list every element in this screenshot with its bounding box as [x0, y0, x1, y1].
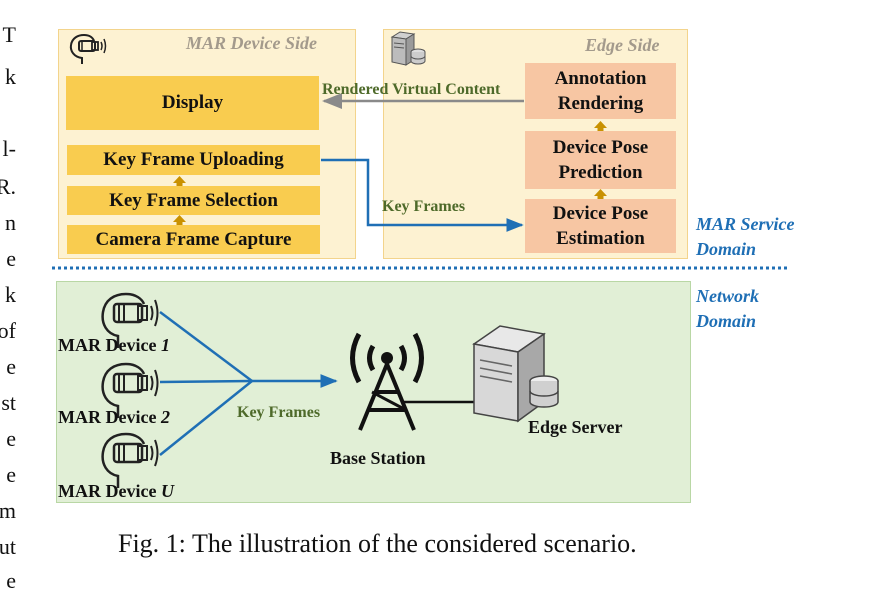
body-text-fragment: m: [0, 498, 16, 523]
edge-server-icon: [390, 31, 426, 66]
flow-arrows: [52, 93, 790, 270]
body-text-fragment: k: [5, 282, 16, 307]
device-link: [159, 311, 253, 382]
vr-headset-icon: [101, 432, 159, 490]
display-box: Display: [66, 76, 319, 130]
device-pose-prediction-line1: Device Pose: [552, 137, 649, 158]
mar-device-2-index: 2: [160, 407, 170, 427]
body-text-fragment: ut: [0, 534, 16, 559]
body-text-fragment: n: [5, 210, 16, 235]
edge-server-icon: [472, 325, 559, 423]
device-pose-estimation-line2: Estimation: [556, 228, 645, 249]
body-text-fragment: T: [2, 22, 16, 47]
body-text-fragment: e: [6, 462, 16, 487]
base-station-icon: [350, 332, 424, 431]
flow-arrow-gold: [594, 189, 607, 196]
flow-arrow-gold: [173, 215, 186, 222]
mar-device-u-label: MAR Device U: [58, 481, 174, 502]
rendered-virtual-content-label: Rendered Virtual Content: [322, 81, 501, 98]
network-domain-line1: Network: [696, 286, 759, 306]
mar-device-u-index: U: [160, 481, 174, 501]
edge-server-label: Edge Server: [528, 417, 623, 437]
mar-device-1-label: MAR Device 1: [58, 335, 170, 356]
edge-side-title: Edge Side: [585, 35, 660, 55]
key-frame-selection-box: Key Frame Selection: [67, 186, 320, 215]
figure-caption: Fig. 1: The illustration of the consider…: [118, 529, 637, 558]
key-frames-label-bottom: Key Frames: [237, 404, 321, 421]
mar-device-2-label: MAR Device 2: [58, 407, 170, 428]
annotation-rendering-line2: Rendering: [557, 93, 644, 114]
body-text-fragment: l-: [2, 136, 16, 161]
body-text-fragment: R.: [0, 174, 16, 199]
body-text-fragment: e: [6, 568, 16, 591]
device-pose-estimation-line1: Device Pose: [552, 203, 649, 224]
mar-service-domain-line1: MAR Service: [696, 214, 795, 234]
mar-device-1-name: MAR Device: [58, 335, 161, 355]
flow-arrow-gold: [173, 176, 186, 183]
device-link: [159, 379, 253, 384]
body-text-fragment: e: [6, 426, 16, 451]
body-text-fragment: of: [0, 318, 16, 343]
body-text-cut: T k l- R. n e k of e st e e m ut e: [0, 0, 22, 591]
flow-arrow-gold: [594, 121, 607, 128]
key-frames-upload-arrow: [321, 158, 524, 232]
device-pose-prediction-line2: Prediction: [558, 162, 643, 183]
body-text-fragment: e: [6, 246, 16, 271]
annotation-rendering-line1: Annotation: [554, 68, 647, 89]
device-link: [159, 380, 253, 456]
mar-device-side-panel: [58, 29, 356, 259]
key-frame-uploading-box: Key Frame Uploading: [67, 145, 320, 175]
mar-device-u-name: MAR Device: [58, 481, 161, 501]
body-text-fragment: e: [6, 354, 16, 379]
network-graphics: [101, 292, 559, 490]
network-domain-line2: Domain: [696, 311, 757, 331]
body-text-fragment: k: [5, 64, 16, 89]
mar-device-1-index: 1: [160, 335, 170, 355]
base-station-label: Base Station: [330, 448, 426, 468]
mar-device-side-title: MAR Device Side: [186, 33, 317, 53]
mar-service-domain-line2: Domain: [696, 239, 757, 259]
camera-frame-capture-box: Camera Frame Capture: [67, 225, 320, 254]
body-text-fragment: st: [1, 390, 16, 415]
key-frames-label-top: Key Frames: [382, 198, 466, 215]
vr-headset-icon: [69, 33, 107, 64]
mar-device-2-name: MAR Device: [58, 407, 161, 427]
